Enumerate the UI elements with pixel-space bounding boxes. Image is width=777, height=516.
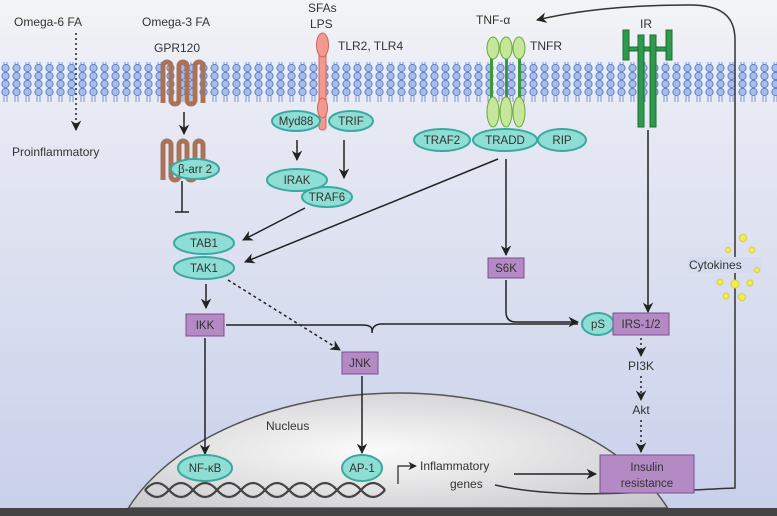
svg-text:pS: pS — [591, 319, 605, 331]
svg-text:AP-1: AP-1 — [349, 463, 375, 475]
gpr120-receptor — [160, 59, 206, 107]
tlr-label: TLR2, TLR4 — [338, 39, 403, 53]
myd88-protein: Myd88 — [271, 110, 321, 132]
akt-label: Akt — [632, 403, 650, 417]
irak-protein: IRAK — [266, 168, 328, 192]
svg-text:Insulin: Insulin — [630, 462, 663, 474]
transcription-arrow — [397, 461, 417, 484]
ikk-to-irs-line — [226, 323, 578, 334]
traf2-protein: TRAF2 — [413, 128, 471, 152]
dna-helix — [144, 481, 386, 499]
svg-text:RIP: RIP — [552, 135, 572, 147]
cytokines-label-bg — [688, 257, 762, 273]
insulin-receptor — [622, 29, 673, 128]
rip-protein: RIP — [537, 128, 587, 152]
cytokines-label: Cytokines — [689, 258, 742, 272]
tak1-to-jnk-arrow — [227, 279, 341, 351]
svg-text:TRAF2: TRAF2 — [424, 135, 460, 147]
ps-phospho: pS — [581, 312, 615, 336]
nfkb-protein: NF-κB — [177, 454, 233, 482]
proinflammatory-label: Proinflammatory — [12, 145, 99, 159]
svg-text:NF-κB: NF-κB — [189, 463, 222, 475]
svg-text:TRADD: TRADD — [485, 135, 525, 147]
lps-label: LPS — [310, 17, 333, 31]
omega3-label: Omega-3 FA — [142, 15, 210, 29]
insulin-resistance-box: Insulin resistance — [599, 454, 695, 494]
svg-text:β-arr 2: β-arr 2 — [178, 164, 212, 176]
s6k-kinase: S6K — [487, 257, 525, 279]
pi3k-label: PI3K — [628, 359, 654, 373]
inflammatory-genes-label-2: genes — [450, 477, 483, 491]
svg-text:S6K: S6K — [495, 263, 517, 275]
s6k-to-irs-arrow — [505, 280, 580, 328]
svg-text:TAB1: TAB1 — [190, 238, 218, 250]
svg-text:TRAF6: TRAF6 — [309, 192, 345, 204]
ir-label: IR — [640, 17, 652, 31]
tab1-protein: TAB1 — [173, 231, 235, 255]
barr2-protein: β-arr 2 — [170, 158, 220, 180]
nucleus-label: Nucleus — [266, 419, 309, 433]
svg-text:IRAK: IRAK — [284, 175, 311, 187]
tnfr-label: TNFR — [530, 39, 562, 53]
tradd-to-tak1-arrow — [244, 158, 499, 264]
svg-text:IRS-1/2: IRS-1/2 — [622, 319, 661, 331]
svg-text:TRIF: TRIF — [338, 116, 364, 128]
svg-text:Myd88: Myd88 — [279, 116, 314, 128]
ap1-protein: AP-1 — [341, 454, 383, 482]
gpr120-label: GPR120 — [154, 41, 200, 55]
traf6-protein: TRAF6 — [301, 186, 353, 208]
cytokine-particles — [716, 234, 760, 301]
tradd-protein: TRADD — [472, 128, 538, 152]
tak1-protein: TAK1 — [173, 256, 235, 280]
jnk-kinase: JNK — [341, 351, 379, 375]
svg-text:resistance: resistance — [621, 478, 673, 490]
svg-text:JNK: JNK — [349, 358, 371, 370]
svg-text:IKK: IKK — [196, 320, 215, 332]
irs-kinase: IRS-1/2 — [612, 312, 670, 336]
tnfr-receptor — [486, 36, 526, 128]
tlr-receptor — [316, 32, 329, 131]
trif-protein: TRIF — [328, 110, 374, 132]
traf6-to-tab1-arrow — [242, 207, 306, 241]
tnfa-label: TNF-α — [476, 13, 510, 27]
gpr120-internalized — [160, 138, 206, 183]
omega6-label: Omega-6 FA — [14, 15, 82, 29]
cell-membrane — [0, 62, 777, 102]
bottom-bar — [0, 508, 777, 516]
ikk-kinase: IKK — [185, 313, 225, 337]
sfas-label: SFAs — [308, 1, 337, 15]
svg-text:TAK1: TAK1 — [190, 263, 218, 275]
cytokines-feedback-arrow — [494, 4, 736, 495]
inflammatory-genes-label-1: Inflammatory — [420, 459, 489, 473]
